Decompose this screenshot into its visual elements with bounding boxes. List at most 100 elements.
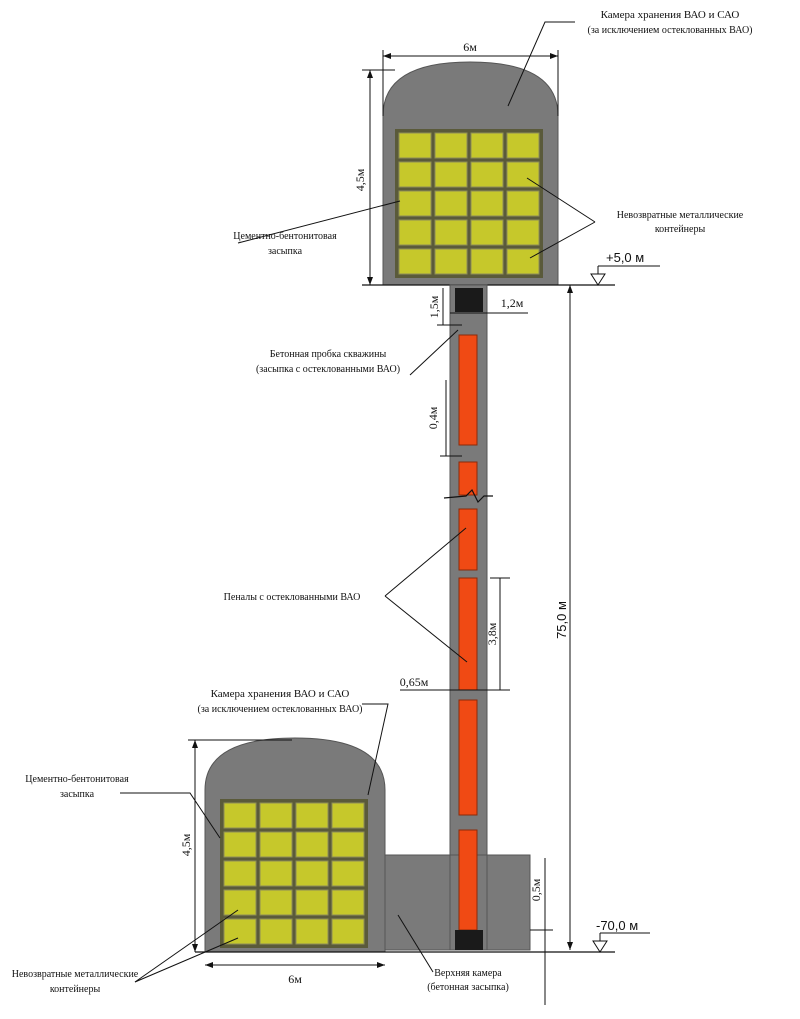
top-level-label: +5,0 м [606, 250, 644, 265]
plug-height-dimension: 1,5м [427, 288, 462, 326]
plug-width-dimension: 1,2м [450, 296, 528, 314]
gap-label: 0,4м [426, 406, 440, 429]
top-container [398, 219, 432, 246]
bottom-width-label: 6м [288, 972, 302, 986]
bottom-container [331, 889, 365, 916]
bottom-container [259, 831, 293, 858]
bottom-container [223, 831, 257, 858]
bottom-container [295, 802, 329, 829]
bottom-container [223, 802, 257, 829]
bottom-level-marker: -70,0 м [592, 918, 650, 953]
canister [458, 334, 478, 446]
bottom-chamber-title: Камера хранения ВАО и САО [211, 688, 350, 700]
borehole [443, 284, 493, 951]
spacing-dimension: 0,65м [400, 675, 510, 691]
plug-label-1: Бетонная пробка скважины [270, 349, 387, 360]
top-container [506, 219, 540, 246]
canister [458, 508, 478, 571]
plug-width-label: 1,2м [501, 296, 524, 310]
bottom-barrier-leader [120, 792, 221, 839]
top-level-marker: +5,0 м [590, 250, 660, 286]
top-barrier-leader [237, 200, 401, 244]
top-width-dimension: 6м [382, 40, 559, 116]
bottom-container [331, 918, 365, 945]
borehole-plug [455, 288, 483, 312]
total-depth-dimension: 75,0 м [554, 285, 573, 950]
bottom-container [295, 860, 329, 887]
top-container [398, 248, 432, 275]
canister [458, 577, 478, 691]
borehole-break-mark [443, 488, 493, 504]
bottom-height-dimension: 4,5м [179, 739, 292, 952]
canister [458, 461, 478, 496]
canister [458, 699, 478, 816]
spacing-label: 0,65м [400, 675, 429, 689]
top-containers-label-1: Невозвратные металлические [617, 210, 744, 221]
plug-label-2: (засыпка с остеклованными ВАО) [256, 364, 400, 375]
canister-height-label: 3,8м [485, 622, 499, 645]
total-depth-label: 75,0 м [554, 601, 569, 639]
top-chamber [382, 61, 559, 286]
bottom-container [295, 831, 329, 858]
top-chamber-title: Камера хранения ВАО и САО [601, 9, 740, 21]
bottom-container [259, 860, 293, 887]
canister-leader-2 [384, 595, 468, 663]
top-container [398, 161, 432, 188]
bottom-container [259, 802, 293, 829]
bottom-barrier-label-1: Цементно-бентонитовая [25, 774, 129, 785]
top-width-label: 6м [463, 40, 477, 54]
bottom-container [331, 860, 365, 887]
canister-stack [458, 334, 478, 816]
bottom-width-dimension: 6м [205, 962, 385, 986]
bottom-container [259, 889, 293, 916]
top-container [470, 132, 504, 159]
gap-dimension: 0,4м [426, 380, 462, 457]
top-container [506, 248, 540, 275]
bottom-containers-label-1: Невозвратные металлические [12, 969, 139, 980]
bottom-container [223, 889, 257, 916]
top-container [506, 190, 540, 217]
bottom-title-leader [362, 703, 389, 796]
bottom-chamber-subtitle: (за исключением остеклованных ВАО) [198, 704, 363, 715]
bottom-containers-leader-2 [134, 937, 239, 983]
bottom-container [223, 860, 257, 887]
bottom-container [331, 831, 365, 858]
bottom-container-grid [220, 799, 368, 948]
canister-label: Пеналы с остеклованными ВАО [224, 592, 361, 603]
bottom-container [259, 918, 293, 945]
top-container [398, 132, 432, 159]
top-container [470, 190, 504, 217]
base-leader [397, 914, 434, 973]
bottom-barrier-label-2: засыпка [60, 789, 95, 800]
top-chamber-subtitle: (за исключением остеклованных ВАО) [588, 25, 753, 36]
top-container [398, 190, 432, 217]
bottom-offset-label: 0,5м [529, 878, 543, 901]
top-height-dimension: 4,5м [353, 69, 395, 285]
plug-leader [409, 329, 459, 376]
top-container [470, 248, 504, 275]
canister-leader-1 [384, 527, 467, 597]
bottom-level-label: -70,0 м [596, 918, 638, 933]
bottom-container [295, 889, 329, 916]
bottom-container [223, 918, 257, 945]
base-label-2: (бетонная засыпка) [427, 982, 509, 993]
bottom-containers-label-2: контейнеры [50, 984, 101, 995]
top-containers-label-2: контейнеры [655, 224, 706, 235]
top-container [506, 132, 540, 159]
top-container-grid [395, 129, 543, 278]
plug-height-label: 1,5м [427, 295, 441, 318]
bottom-containers-leader-1 [134, 909, 239, 983]
bottom-height-label: 4,5м [179, 833, 193, 856]
top-container [434, 190, 468, 217]
bottom-container [331, 802, 365, 829]
bottom-chamber [204, 737, 386, 953]
base-label-1: Верхняя камера [434, 968, 502, 979]
top-barrier-label-2: засыпка [268, 246, 303, 257]
bottom-offset-dimension: 0,5м [529, 858, 553, 1005]
top-title-leader [507, 21, 575, 107]
top-height-label: 4,5м [353, 168, 367, 191]
bottom-container [295, 918, 329, 945]
top-container [434, 248, 468, 275]
top-barrier-label-1: Цементно-бентонитовая [233, 231, 337, 242]
